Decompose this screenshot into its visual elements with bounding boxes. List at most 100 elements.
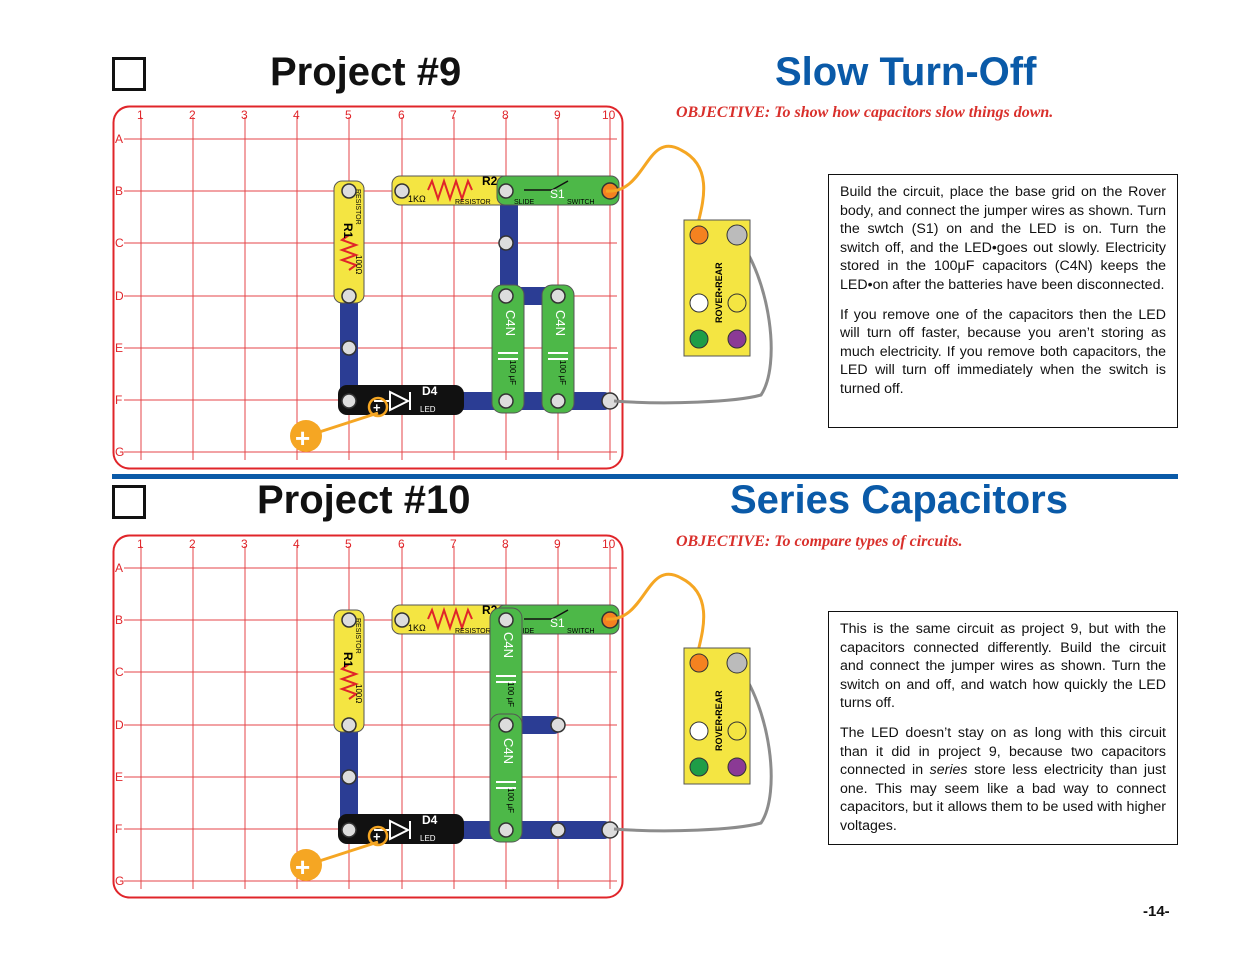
- row-label: C: [115, 236, 124, 250]
- r2-value: 1KΩ: [408, 194, 426, 204]
- r2-type: RESISTOR: [455, 199, 491, 206]
- c4n-value: 100 μF: [508, 360, 517, 385]
- r1-type: RESISTOR: [354, 189, 361, 225]
- orange-jumper-wire: [605, 572, 706, 664]
- col-label: 2: [189, 537, 196, 551]
- col-label: 6: [398, 108, 405, 122]
- rover-terminal-orange: [689, 653, 709, 673]
- project9-checkbox[interactable]: [112, 57, 146, 91]
- led-plus-sign: +: [373, 400, 381, 415]
- r1-resistor: R1 RESISTOR 100Ω: [333, 180, 365, 304]
- c4n-name: C4N: [501, 632, 516, 658]
- s1-name: S1: [550, 616, 565, 630]
- row-label: D: [115, 718, 124, 732]
- orange-jumper-wire: [605, 144, 706, 236]
- col-label: 4: [293, 108, 300, 122]
- project10-objective: OBJECTIVE: To compare types of circuits.: [676, 533, 963, 550]
- jumper-plus-wire: [309, 840, 379, 866]
- project9-objective: OBJECTIVE: To show how capacitors slow t…: [676, 104, 1054, 121]
- rover-terminal-yellow: [727, 293, 747, 313]
- r2-name: R2: [482, 174, 498, 188]
- plus-sign: +: [295, 423, 310, 453]
- col-label: 8: [502, 537, 509, 551]
- col-label: 5: [345, 108, 352, 122]
- r1-type: RESISTOR: [354, 618, 361, 654]
- rover-terminal-purple: [727, 757, 747, 777]
- plus-battery-icon: [290, 849, 322, 881]
- emphasis-series: series: [929, 762, 968, 779]
- col-label: 2: [189, 108, 196, 122]
- col-label: 9: [554, 108, 561, 122]
- d4-type: LED: [420, 834, 436, 843]
- d4-type: LED: [420, 405, 436, 414]
- led-plus-sign: +: [373, 829, 381, 844]
- col-label: 8: [502, 108, 509, 122]
- r2-value: 1KΩ: [408, 623, 426, 633]
- c4n-capacitor-2: C4N 100 μF: [541, 284, 575, 414]
- c4n-name: C4N: [501, 738, 516, 764]
- r1-name: R1: [341, 223, 355, 239]
- project10-checkbox[interactable]: [112, 485, 146, 519]
- col-label: 10: [602, 108, 616, 122]
- row-label: E: [115, 341, 123, 355]
- rover-terminal-green: [689, 329, 709, 349]
- s1-type-b: SWITCH: [567, 199, 595, 206]
- project9-instructions: Build the circuit, place the base grid o…: [828, 174, 1178, 428]
- gray-jumper-wire: [613, 234, 773, 405]
- section-divider: [112, 474, 1178, 479]
- row-label: C: [115, 665, 124, 679]
- r2-type: RESISTOR: [455, 628, 491, 635]
- project10-board: 1 2 3 4 5 6 7 8 9 10 A B C D E F G R1 RE…: [112, 534, 624, 899]
- snap-connectors: [341, 612, 619, 839]
- project9-rover: ROVER•REAR: [605, 144, 773, 405]
- led-plus-snap: [367, 396, 389, 418]
- col-label: 1: [137, 108, 144, 122]
- row-label: G: [115, 874, 124, 888]
- row-label: A: [115, 132, 123, 146]
- project9-title: Project #9: [270, 50, 462, 94]
- col-label: 1: [137, 537, 144, 551]
- jumper-plus-wire: [309, 411, 379, 437]
- c4n-value: 100 μF: [506, 682, 515, 707]
- s1-name: S1: [550, 187, 565, 201]
- rover-terminal-green: [689, 757, 709, 777]
- c4n-value: 100 μF: [506, 788, 515, 813]
- d4-name: D4: [422, 384, 438, 398]
- c4n-capacitor-1: C4N 100 μF: [491, 284, 525, 414]
- row-label: E: [115, 770, 123, 784]
- col-label: 10: [602, 537, 616, 551]
- s1-type-a: SLIDE: [514, 199, 535, 206]
- project10-instructions: This is the same circuit as project 9, b…: [828, 611, 1178, 845]
- project9-paragraph-1: Build the circuit, place the base grid o…: [840, 184, 1166, 293]
- rover-terminal-orange: [689, 225, 709, 245]
- c4n-capacitor-lower: C4N 100 μF: [489, 713, 523, 843]
- c4n-value: 100 μF: [558, 360, 567, 385]
- r2-resistor: R2 1KΩ RESISTOR: [391, 174, 513, 206]
- col-label: 7: [450, 537, 457, 551]
- r1-value: 100Ω: [354, 684, 363, 703]
- rover-terminal-yellow: [727, 721, 747, 741]
- rover-terminal-white: [689, 293, 709, 313]
- plus-sign: +: [295, 852, 310, 882]
- r1-resistor: R1 RESISTOR 100Ω: [333, 609, 365, 733]
- project10-paragraph-2: The LED doesn’t stay on as long with thi…: [840, 724, 1166, 836]
- col-label: 3: [241, 537, 248, 551]
- col-label: 6: [398, 537, 405, 551]
- row-label: D: [115, 289, 124, 303]
- project9-paragraph-2: If you remove one of the capacitors then…: [840, 306, 1166, 397]
- project9-subtitle: Slow Turn-Off: [775, 50, 1037, 94]
- rover-terminal-purple: [727, 329, 747, 349]
- s1-switch: S1 SLIDE SWITCH: [496, 604, 620, 635]
- col-label: 7: [450, 108, 457, 122]
- project10-paragraph-1: This is the same circuit as project 9, b…: [840, 621, 1166, 712]
- paragraph-text: store less electricity than just one. Th…: [840, 762, 1166, 834]
- c4n-name: C4N: [553, 310, 568, 336]
- row-label: F: [115, 822, 122, 836]
- d4-led: D4 LED: [338, 813, 464, 844]
- s1-switch: S1 SLIDE SWITCH: [496, 175, 620, 206]
- plus-battery-icon: [290, 420, 322, 452]
- row-label: A: [115, 561, 123, 575]
- rover-terminal-white: [689, 721, 709, 741]
- c4n-capacitor-upper: C4N 100 μF: [489, 607, 523, 737]
- s1-type-b: SWITCH: [567, 628, 595, 635]
